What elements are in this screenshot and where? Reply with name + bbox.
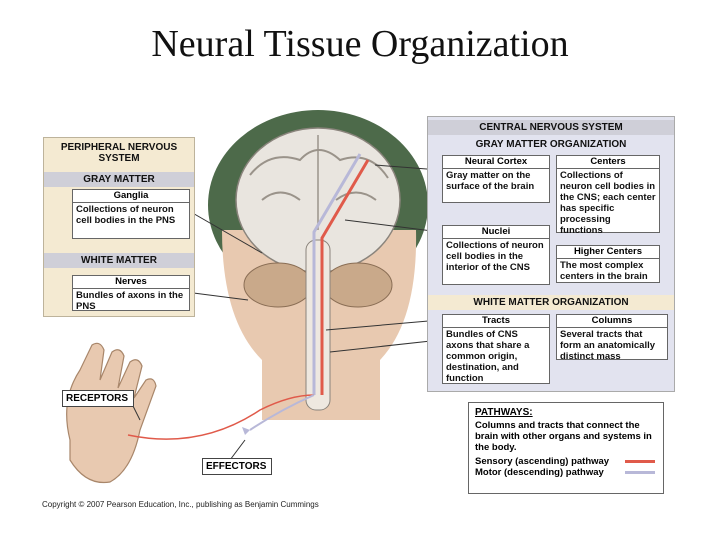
motor-legend-label: Motor (descending) pathway xyxy=(475,467,604,478)
ganglia-box: Ganglia Collections of neuron cell bodie… xyxy=(72,189,190,239)
effectors-label: EFFECTORS xyxy=(202,458,272,475)
pathways-desc: Columns and tracts that connect the brai… xyxy=(475,420,652,453)
ganglia-title: Ganglia xyxy=(73,190,189,203)
sensory-nerve xyxy=(127,394,315,440)
page-title: Neural Tissue Organization xyxy=(151,23,569,65)
ganglia-desc: Collections of neuron cell bodies in the… xyxy=(76,204,176,226)
motor-legend-swatch xyxy=(625,471,655,474)
higher-centers-box: Higher Centers The most complex centers … xyxy=(556,245,660,283)
receptors-label: RECEPTORS xyxy=(62,390,134,407)
cns-panel: CENTRAL NERVOUS SYSTEM GRAY MATTER ORGAN… xyxy=(427,116,675,392)
tracts-desc: Bundles of CNS axons that share a common… xyxy=(446,329,530,384)
centers-title: Centers xyxy=(557,156,659,169)
higher-centers-title: Higher Centers xyxy=(557,246,659,259)
tracts-box: Tracts Bundles of CNS axons that share a… xyxy=(442,314,550,384)
columns-box: Columns Several tracts that form an anat… xyxy=(556,314,668,362)
sensory-legend-label: Sensory (ascending) pathway xyxy=(475,456,610,467)
pathways-legend: PATHWAYS: Columns and tracts that connec… xyxy=(468,402,664,494)
cns-header: CENTRAL NERVOUS SYSTEM xyxy=(428,120,674,135)
nerves-box: Nerves Bundles of axons in the PNS xyxy=(72,275,190,312)
nuclei-desc: Collections of neuron cell bodies in the… xyxy=(446,240,544,273)
cerebellum-right xyxy=(323,262,393,308)
cns-gray-header: GRAY MATTER ORGANIZATION xyxy=(475,139,627,150)
nerves-desc: Bundles of axons in the PNS xyxy=(76,290,184,312)
higher-centers-desc: The most complex centers in the brain xyxy=(560,260,648,282)
pathways-title: PATHWAYS: xyxy=(475,407,533,418)
nuclei-box: Nuclei Collections of neuron cell bodies… xyxy=(442,225,550,285)
hand xyxy=(66,342,157,484)
neural-cortex-title: Neural Cortex xyxy=(443,156,549,169)
nerves-title: Nerves xyxy=(73,276,189,289)
columns-desc: Several tracts that form an anatomically… xyxy=(560,329,656,362)
tracts-title: Tracts xyxy=(443,315,549,328)
pns-white-header: WHITE MATTER xyxy=(44,253,194,268)
pns-panel: PERIPHERAL NERVOUS SYSTEM GRAY MATTER Ga… xyxy=(43,137,195,317)
neural-cortex-box: Neural Cortex Gray matter on the surface… xyxy=(442,155,550,203)
columns-title: Columns xyxy=(557,315,667,328)
sensory-legend-swatch xyxy=(625,460,655,463)
copyright-notice: Copyright © 2007 Pearson Education, Inc.… xyxy=(42,500,319,509)
nuclei-title: Nuclei xyxy=(443,226,549,239)
motor-path-cns xyxy=(312,153,362,395)
cerebellum-left xyxy=(243,262,313,308)
motor-nerve xyxy=(249,394,315,431)
spinal-cord xyxy=(305,239,331,411)
sensory-path-cns xyxy=(320,159,370,395)
pns-header: PERIPHERAL NERVOUS SYSTEM xyxy=(60,142,178,164)
pns-gray-header: GRAY MATTER xyxy=(44,172,194,187)
neural-cortex-desc: Gray matter on the surface of the brain xyxy=(446,170,535,192)
leader-lines xyxy=(132,164,441,461)
centers-desc: Collections of neuron cell bodies in the… xyxy=(560,170,656,236)
centers-box: Centers Collections of neuron cell bodie… xyxy=(556,155,660,236)
cns-white-header: WHITE MATTER ORGANIZATION xyxy=(428,295,674,310)
